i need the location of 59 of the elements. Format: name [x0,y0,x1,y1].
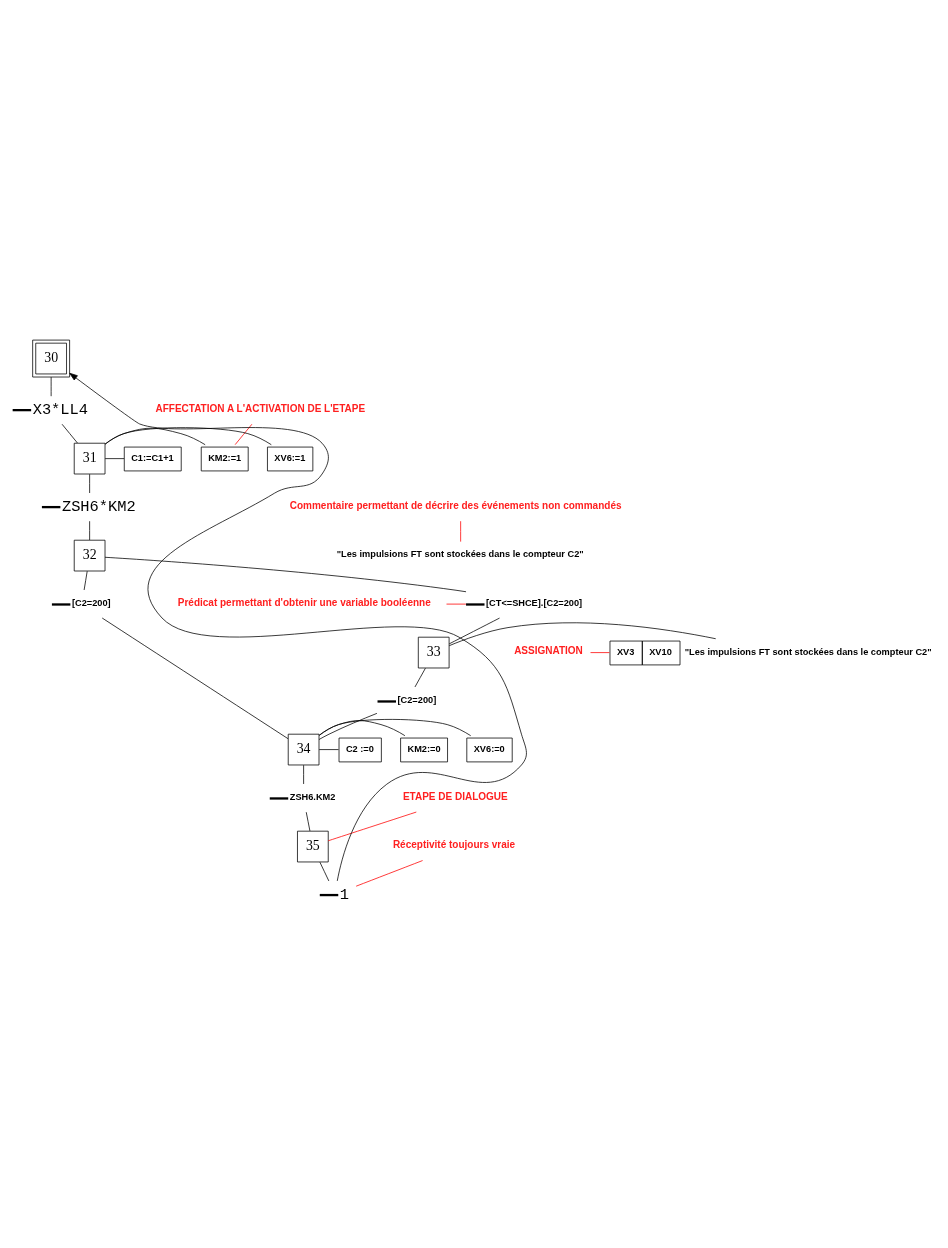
node-box: 32 [73,539,105,571]
node-box [377,699,396,703]
connector [448,617,500,644]
connector [355,859,423,887]
connector [101,617,288,739]
node-box: 33 [417,636,449,668]
connector [302,764,304,784]
connector [589,651,610,653]
node-box: C1:=C1+1 [123,446,182,471]
node-label: X3*LL4 [32,400,88,419]
node-box [465,602,484,606]
node-box [269,796,288,800]
connector [50,376,52,397]
node-text: "Les impulsions FT sont stockées dans le compteur C2" [336,548,584,559]
node-text: Prédicat permettant d'obtenir une variable booléenne [177,596,431,608]
node-text: Commentaire permettant de décrire des événements non commandés [289,499,622,511]
connector [104,556,466,592]
node-label: [C2=200] [397,694,436,705]
node-box: 31 [73,442,105,474]
node-box: XV6:=0 [465,737,513,762]
node-box: XV6:=1 [266,446,313,471]
connector [414,667,426,687]
node-text: ETAPE DE DIALOGUE [402,790,508,802]
connector [459,520,461,542]
connector [61,423,78,443]
node-box: C2 :=0 [338,737,382,762]
node-box: KM2:=1 [200,446,249,471]
connector [104,426,272,445]
node-label: ZSH6*KM2 [61,497,136,516]
connector [318,719,405,736]
node-label: 1 [339,885,349,904]
node-label: [C2=200] [71,597,111,608]
arrow [68,372,527,881]
connector [448,621,716,646]
connector [318,718,471,736]
node-label: ZSH6.KM2 [289,791,335,802]
node-box [12,408,31,411]
connector [88,473,90,493]
node-label: [CT<=SHCE].[C2=200] [485,597,582,608]
connector [305,811,310,831]
node-box: 35 [296,830,329,862]
node-box: KM2:=0 [399,737,448,762]
connector [104,457,124,459]
connector [104,427,206,445]
node-box: 34 [287,733,319,765]
connector [88,520,90,540]
connector [83,570,88,590]
connector [318,748,339,750]
node-box [51,602,70,606]
connector [327,811,417,841]
connector [319,861,329,881]
connector [234,423,252,445]
node-text: ASSIGNATION [513,644,583,656]
node-label: "Les impulsions FT sont stockées dans le compteur C2" [684,646,932,657]
connector [318,712,377,740]
node-box [41,505,60,508]
node-text: Réceptivité toujours vraie [392,838,515,850]
node-box [319,893,338,896]
node-text: AFFECTATION A L'ACTIVATION DE L'ETAPE [154,402,365,414]
